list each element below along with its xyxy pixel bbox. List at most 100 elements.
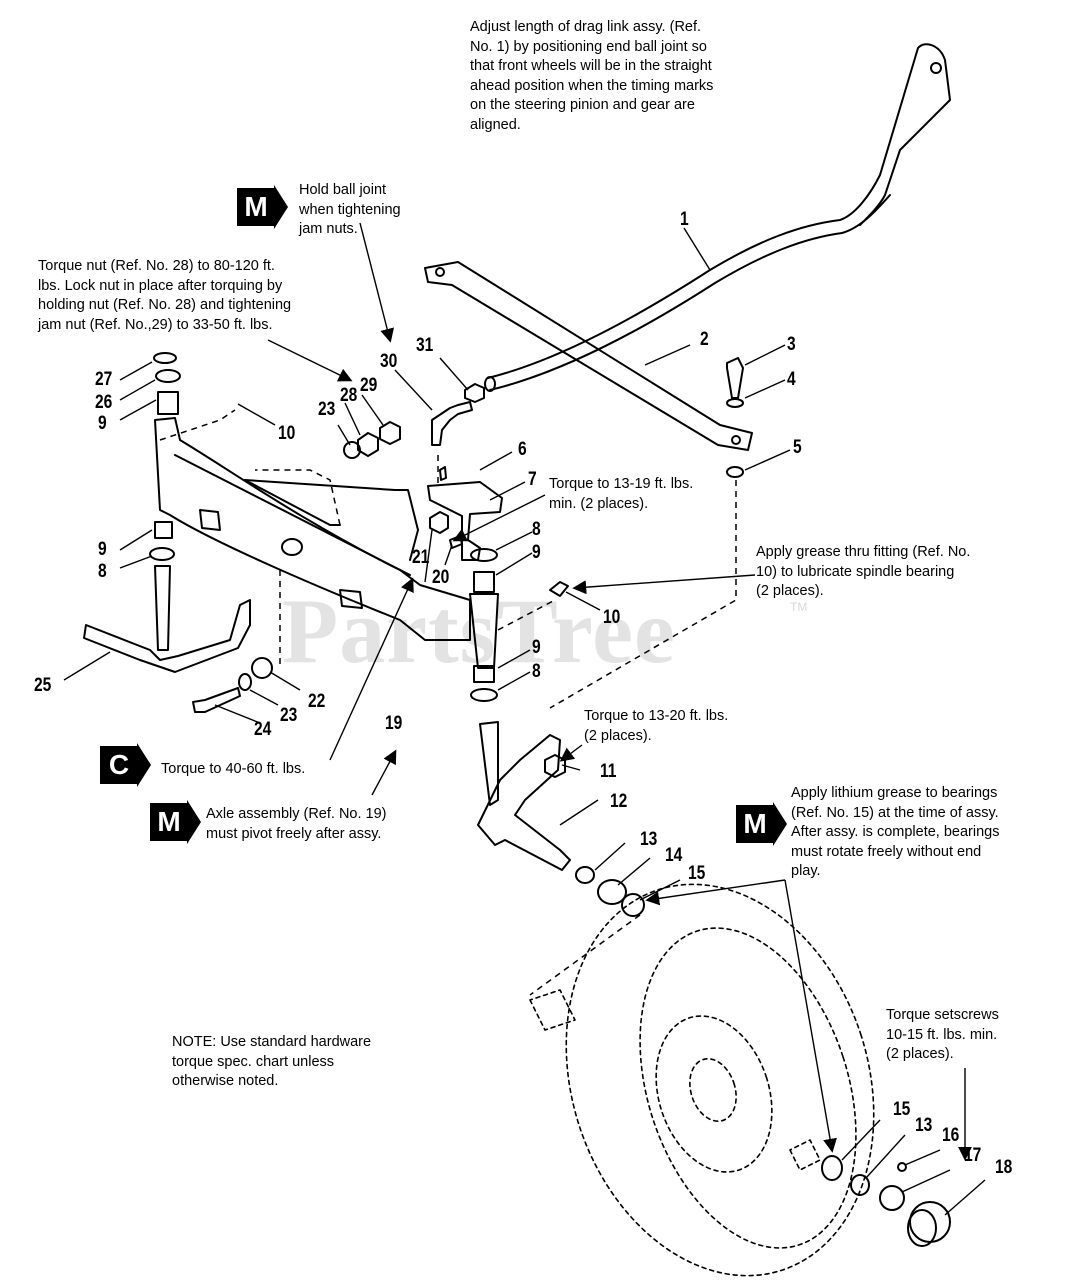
spindle-12 (477, 721, 571, 871)
callout-9-top: 9 (98, 413, 107, 434)
washer-8-right (470, 548, 498, 562)
callout-22: 22 (308, 691, 326, 712)
note-axle-pivot: Axle assembly (Ref. No. 19) must pivot f… (206, 806, 387, 842)
spindle-25 (83, 565, 251, 673)
callout-8-left: 8 (98, 561, 107, 582)
washer-13 (575, 866, 595, 884)
washer-14 (597, 879, 627, 905)
badge-arrow-icon (137, 743, 151, 787)
ball-joint-30 (431, 401, 473, 446)
callout-9-right: 9 (532, 542, 541, 563)
callout-13-lower: 13 (915, 1115, 933, 1136)
maintenance-badge-axle: M (150, 800, 201, 850)
hub-cap-18 (907, 1201, 951, 1247)
nut-21 (429, 511, 449, 534)
callout-28: 28 (340, 385, 358, 406)
watermark-trademark: TM (790, 600, 808, 614)
callout-1: 1 (680, 209, 689, 230)
callout-20: 20 (432, 567, 450, 588)
bolt-24 (192, 687, 241, 713)
note-lithium-grease: Apply lithium grease to bearings (Ref. N… (791, 785, 1000, 879)
critical-badge-torque: C (100, 743, 151, 793)
note-hardware: NOTE: Use standard hardware torque spec.… (172, 1034, 372, 1089)
bolt-6 (439, 466, 447, 481)
badge-arrow-icon (773, 802, 787, 846)
jam-nut-31 (464, 383, 485, 403)
callout-6: 6 (518, 439, 527, 460)
note-grease: Apply grease thru fitting (Ref. No. 10) … (756, 544, 971, 599)
callout-15-upper: 15 (688, 863, 706, 884)
washer-27 (153, 352, 177, 364)
callout-16: 16 (942, 1125, 960, 1146)
callout-3: 3 (787, 334, 796, 355)
callout-4: 4 (787, 369, 796, 390)
badge-arrow-icon (274, 185, 288, 229)
note-torque-nut: Torque nut (Ref. No. 28) to 80-120 ft. l… (38, 258, 292, 333)
note-torque-13-19: Torque to 13-19 ft. lbs. min. (2 places)… (549, 476, 694, 512)
washer-8-left (149, 547, 175, 561)
note-torque-40-60: Torque to 40-60 ft. lbs. (161, 761, 306, 777)
washer-8-lower (470, 688, 498, 702)
collar-17 (879, 1185, 905, 1211)
spindle-tube (469, 593, 499, 669)
callout-9-left: 9 (98, 539, 107, 560)
callout-15-lower: 15 (893, 1099, 911, 1120)
grease-fitting-10 (549, 581, 569, 597)
callout-17: 17 (964, 1145, 982, 1166)
badge-letter: M (237, 188, 275, 226)
callout-25: 25 (34, 675, 52, 696)
note-setscrews: Torque setscrews 10-15 ft. lbs. min. (2 … (886, 1007, 999, 1062)
setscrew-16 (897, 1162, 907, 1172)
callout-13-upper: 13 (640, 829, 658, 850)
callout-31: 31 (416, 335, 434, 356)
callout-23-lower: 23 (280, 705, 298, 726)
callout-27: 27 (95, 369, 113, 390)
washer-26 (155, 369, 181, 383)
callout-23-upper: 23 (318, 399, 336, 420)
callout-11: 11 (600, 761, 617, 782)
callout-5: 5 (793, 437, 802, 458)
bolt-3 (726, 357, 744, 399)
wheel-tire (529, 883, 875, 1277)
callout-2: 2 (700, 329, 709, 350)
callout-10-right: 10 (603, 607, 621, 628)
jam-nut-29 (379, 421, 401, 445)
washer-5 (726, 466, 744, 478)
badge-arrow-icon (187, 800, 201, 844)
callout-29: 29 (360, 375, 378, 396)
callout-30: 30 (380, 351, 398, 372)
bearing-15 (621, 893, 645, 917)
callout-8-lower: 8 (532, 661, 541, 682)
callout-26: 26 (95, 392, 113, 413)
maintenance-badge-bearings: M (736, 802, 787, 852)
callout-19: 19 (385, 713, 403, 734)
callout-14: 14 (665, 845, 683, 866)
axle-assembly-19 (154, 417, 471, 641)
spacer-22 (251, 657, 273, 679)
note-ball-joint: Hold ball joint when tightening jam nuts… (299, 182, 401, 237)
washer-4 (726, 398, 744, 408)
washer-23-upper (343, 441, 361, 459)
badge-letter: C (100, 746, 138, 784)
callout-8-right: 8 (532, 519, 541, 540)
washer-13-lower (850, 1174, 870, 1196)
bushing-9-lower (473, 665, 495, 683)
callout-7: 7 (528, 469, 537, 490)
callout-18: 18 (995, 1157, 1013, 1178)
bearing-15-lower (821, 1155, 843, 1181)
badge-letter: M (150, 803, 188, 841)
callout-12: 12 (610, 791, 628, 812)
bushing-9-left (154, 521, 173, 539)
callout-9-lower: 9 (532, 637, 541, 658)
bushing-9-right (473, 571, 495, 593)
note-drag-link: Adjust length of drag link assy. (Ref. N… (470, 19, 714, 133)
nut-28 (357, 432, 379, 457)
washer-23-lower (238, 673, 252, 691)
callout-24: 24 (254, 719, 272, 740)
bracket-7 (427, 481, 503, 561)
note-torque-13-20: Torque to 13-20 ft. lbs. (2 places). (584, 708, 729, 744)
tie-rod (424, 261, 753, 451)
callout-10-left: 10 (278, 423, 296, 444)
nut-11 (544, 754, 566, 778)
